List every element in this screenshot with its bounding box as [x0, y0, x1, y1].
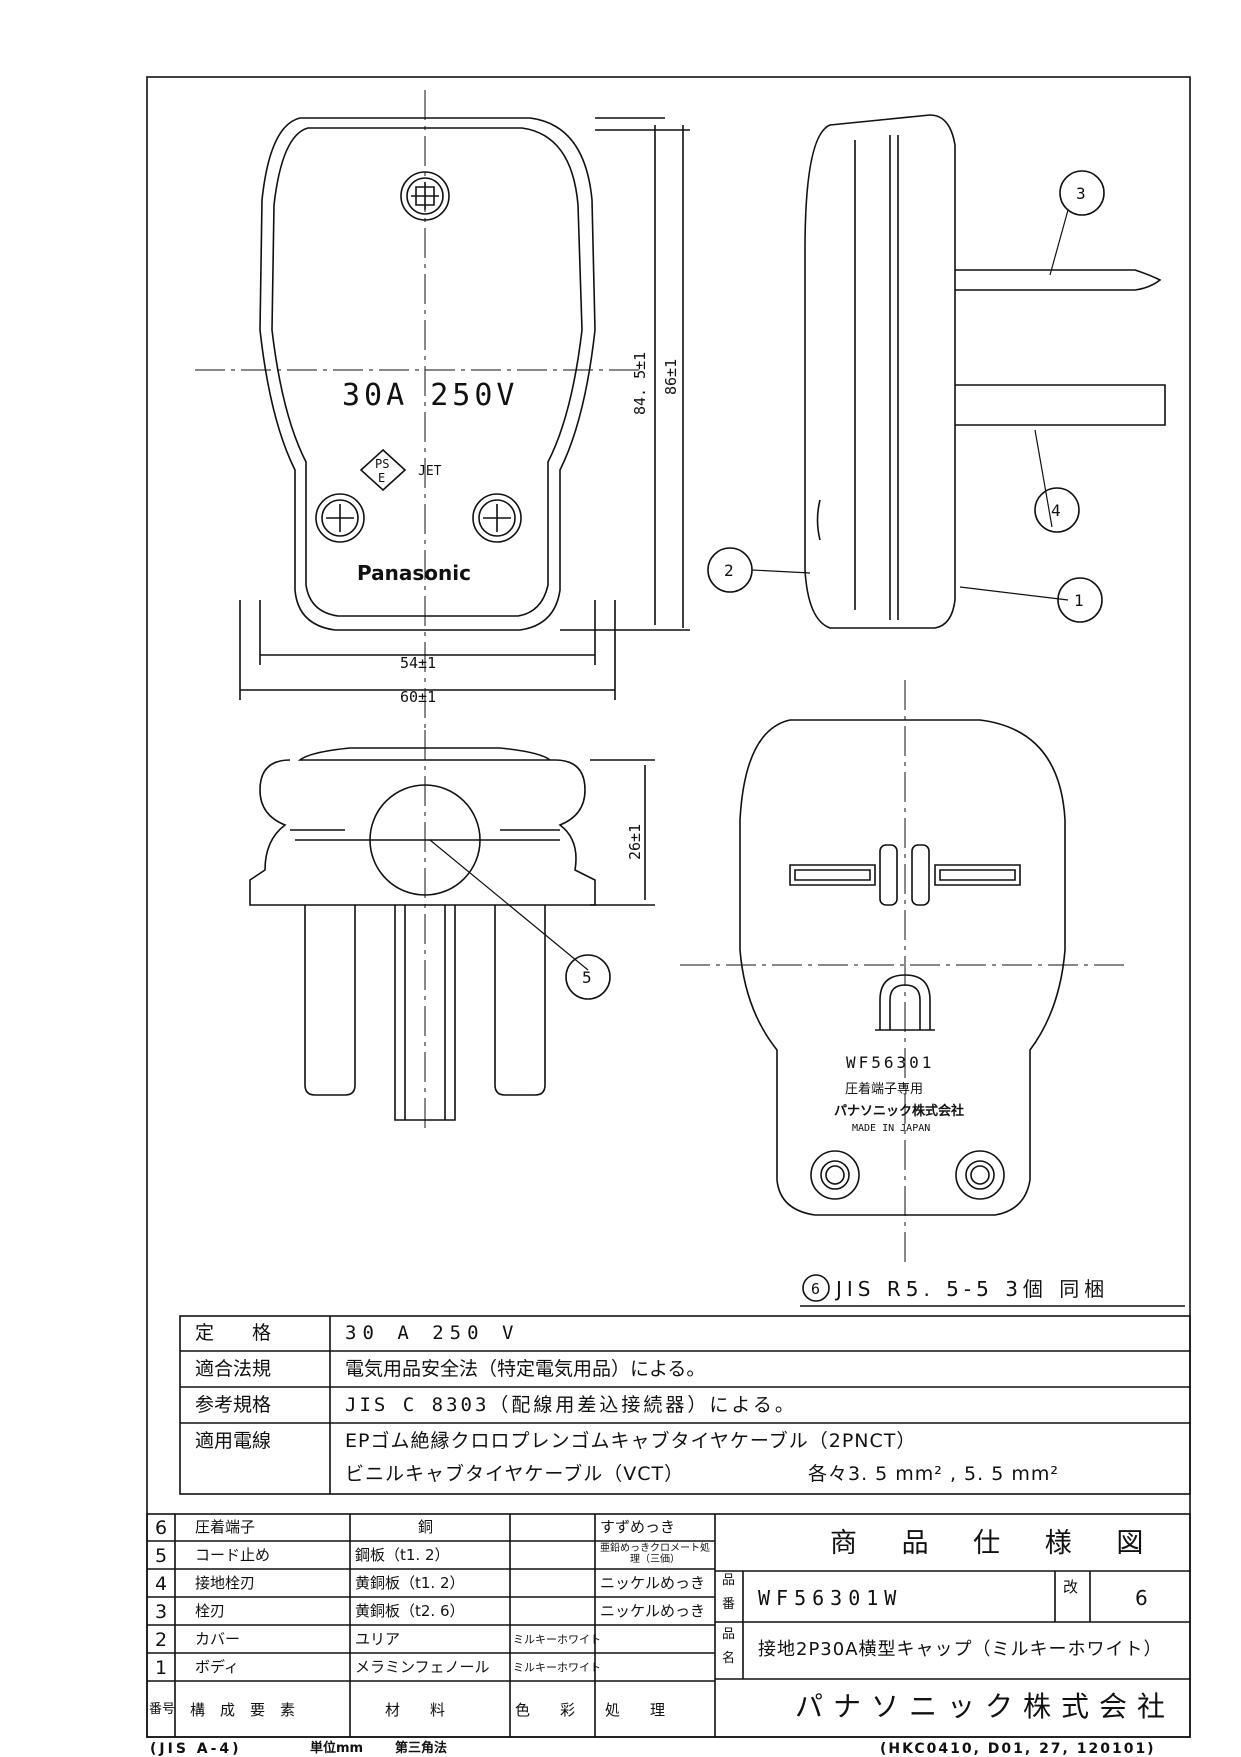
part-no: 2 — [155, 1629, 168, 1651]
dim-84-5: 84. 5±1 — [631, 352, 649, 415]
front-view — [239, 117, 690, 700]
part-material: ユリア — [355, 1630, 401, 1648]
callout-1-circle — [1057, 577, 1103, 623]
pse-mark-line2: E — [378, 471, 385, 485]
dim-54: 54±1 — [400, 654, 436, 672]
callout-3: 3 — [1076, 184, 1086, 203]
part-finish: 亜鉛めっきクロメート処理（三価） — [600, 1543, 710, 1565]
dim-86: 86±1 — [662, 359, 680, 395]
spec-label-standard: 参考規格 — [195, 1394, 272, 1416]
parts-header-no: 番号 — [149, 1702, 176, 1717]
back-view — [739, 719, 1066, 1216]
spec-table-grid — [179, 1315, 1191, 1495]
footer-unit: 単位mm — [310, 1741, 364, 1756]
part-no-label-2: 番 — [722, 1597, 736, 1612]
spec-value-rating: 30 A 250 V — [345, 1322, 520, 1344]
parts-header-name: 構 成 要 素 — [190, 1701, 296, 1719]
part-no: 5 — [155, 1545, 168, 1567]
spec-value-cable-3: 各々3. 5 mm² , 5. 5 mm² — [808, 1463, 1059, 1485]
part-name: 接地栓刃 — [195, 1574, 256, 1592]
callout-4: 4 — [1051, 501, 1061, 520]
spec-value-law: 電気用品安全法（特定電気用品）による。 — [345, 1358, 706, 1380]
callout-4-circle — [1034, 487, 1080, 533]
part-material: 鋼板（t1. 2） — [355, 1546, 450, 1564]
parts-header-material: 材 料 — [385, 1701, 446, 1719]
spec-value-cable-2: ビニルキャブタイヤケーブル（VCT） — [345, 1463, 685, 1485]
footer-code: (HKC0410, D01, 27, 120101) — [880, 1741, 1156, 1757]
part-name: カバー — [195, 1630, 241, 1648]
name-label-2: 名 — [722, 1651, 736, 1666]
note-number: 6 — [811, 1280, 820, 1298]
part-no: 3 — [155, 1601, 168, 1623]
callout-3-circle — [1059, 170, 1105, 216]
part-no: 1 — [155, 1657, 168, 1679]
callout-2-circle — [707, 547, 753, 593]
spec-label-rating: 定 格 — [195, 1322, 272, 1344]
front-rating: 30A 250V — [342, 378, 519, 413]
spec-label-law: 適合法規 — [195, 1358, 272, 1380]
part-finish: ニッケルめっき — [600, 1602, 706, 1620]
sheet-border — [146, 76, 1191, 1738]
callout-5: 5 — [582, 968, 592, 987]
dim-60: 60±1 — [400, 688, 436, 706]
back-model: WF56301 — [846, 1053, 934, 1072]
title-company: パナソニック株式会社 — [795, 1690, 1176, 1723]
part-finish: すずめっき — [600, 1518, 676, 1536]
part-name: コード止め — [195, 1546, 271, 1564]
parts-table-grid — [146, 1513, 1191, 1738]
back-line3: MADE IN JAPAN — [852, 1123, 930, 1134]
part-material: メラミンフェノール — [355, 1658, 490, 1676]
part-material: 黄銅板（t1. 2） — [355, 1574, 465, 1592]
spec-value-cable-1: EPゴム絶縁クロロプレンゴムキャブタイヤケーブル（2PNCT） — [345, 1430, 917, 1452]
title-part-no: WF56301W — [758, 1586, 903, 1610]
footer-size: (JIS A-4) — [150, 1741, 242, 1757]
part-finish: ニッケルめっき — [600, 1574, 706, 1592]
note-text: JIS R5. 5-5 3個 同梱 — [834, 1277, 1109, 1301]
footer-projection: 第三角法 — [395, 1741, 448, 1756]
side-view — [804, 114, 1166, 629]
callout-5-circle — [565, 954, 611, 1000]
part-color: ミルキーホワイト — [513, 1661, 601, 1674]
bottom-view — [249, 747, 655, 1121]
back-line2: パナソニック株式会社 — [834, 1103, 964, 1119]
name-label-1: 品 — [722, 1627, 736, 1642]
part-no: 6 — [155, 1517, 168, 1539]
dim-26: 26±1 — [626, 824, 644, 860]
callout-2: 2 — [724, 561, 734, 580]
part-name: 栓刃 — [195, 1602, 226, 1620]
callout-1: 1 — [1074, 591, 1084, 610]
spec-label-cable: 適用電線 — [195, 1430, 272, 1452]
pse-mark-line1: PS — [375, 457, 389, 471]
part-name: ボディ — [195, 1658, 239, 1676]
part-name: 圧着端子 — [195, 1518, 256, 1536]
rev-label: 改 — [1063, 1578, 1079, 1596]
part-color: ミルキーホワイト — [513, 1633, 601, 1646]
part-material: 黄銅板（t2. 6） — [355, 1602, 465, 1620]
spec-value-standard: JIS C 8303（配線用差込接続器）による。 — [345, 1394, 797, 1416]
rev-number: 6 — [1135, 1586, 1148, 1610]
title-product-name: 接地2P30A横型キャップ（ミルキーホワイト） — [758, 1639, 1163, 1660]
parts-header-color: 色 彩 — [515, 1701, 576, 1719]
part-material: 銅 — [418, 1518, 434, 1536]
back-line1: 圧着端子専用 — [845, 1081, 923, 1097]
brand-logo: Panasonic — [357, 561, 471, 585]
parts-header-finish: 処 理 — [605, 1701, 666, 1719]
part-no-label-1: 品 — [722, 1573, 736, 1588]
part-no: 4 — [155, 1573, 168, 1595]
jet-mark: JET — [418, 464, 442, 479]
title-block-title: 商 品 仕 様 図 — [830, 1528, 1162, 1559]
note-circle — [802, 1274, 830, 1302]
